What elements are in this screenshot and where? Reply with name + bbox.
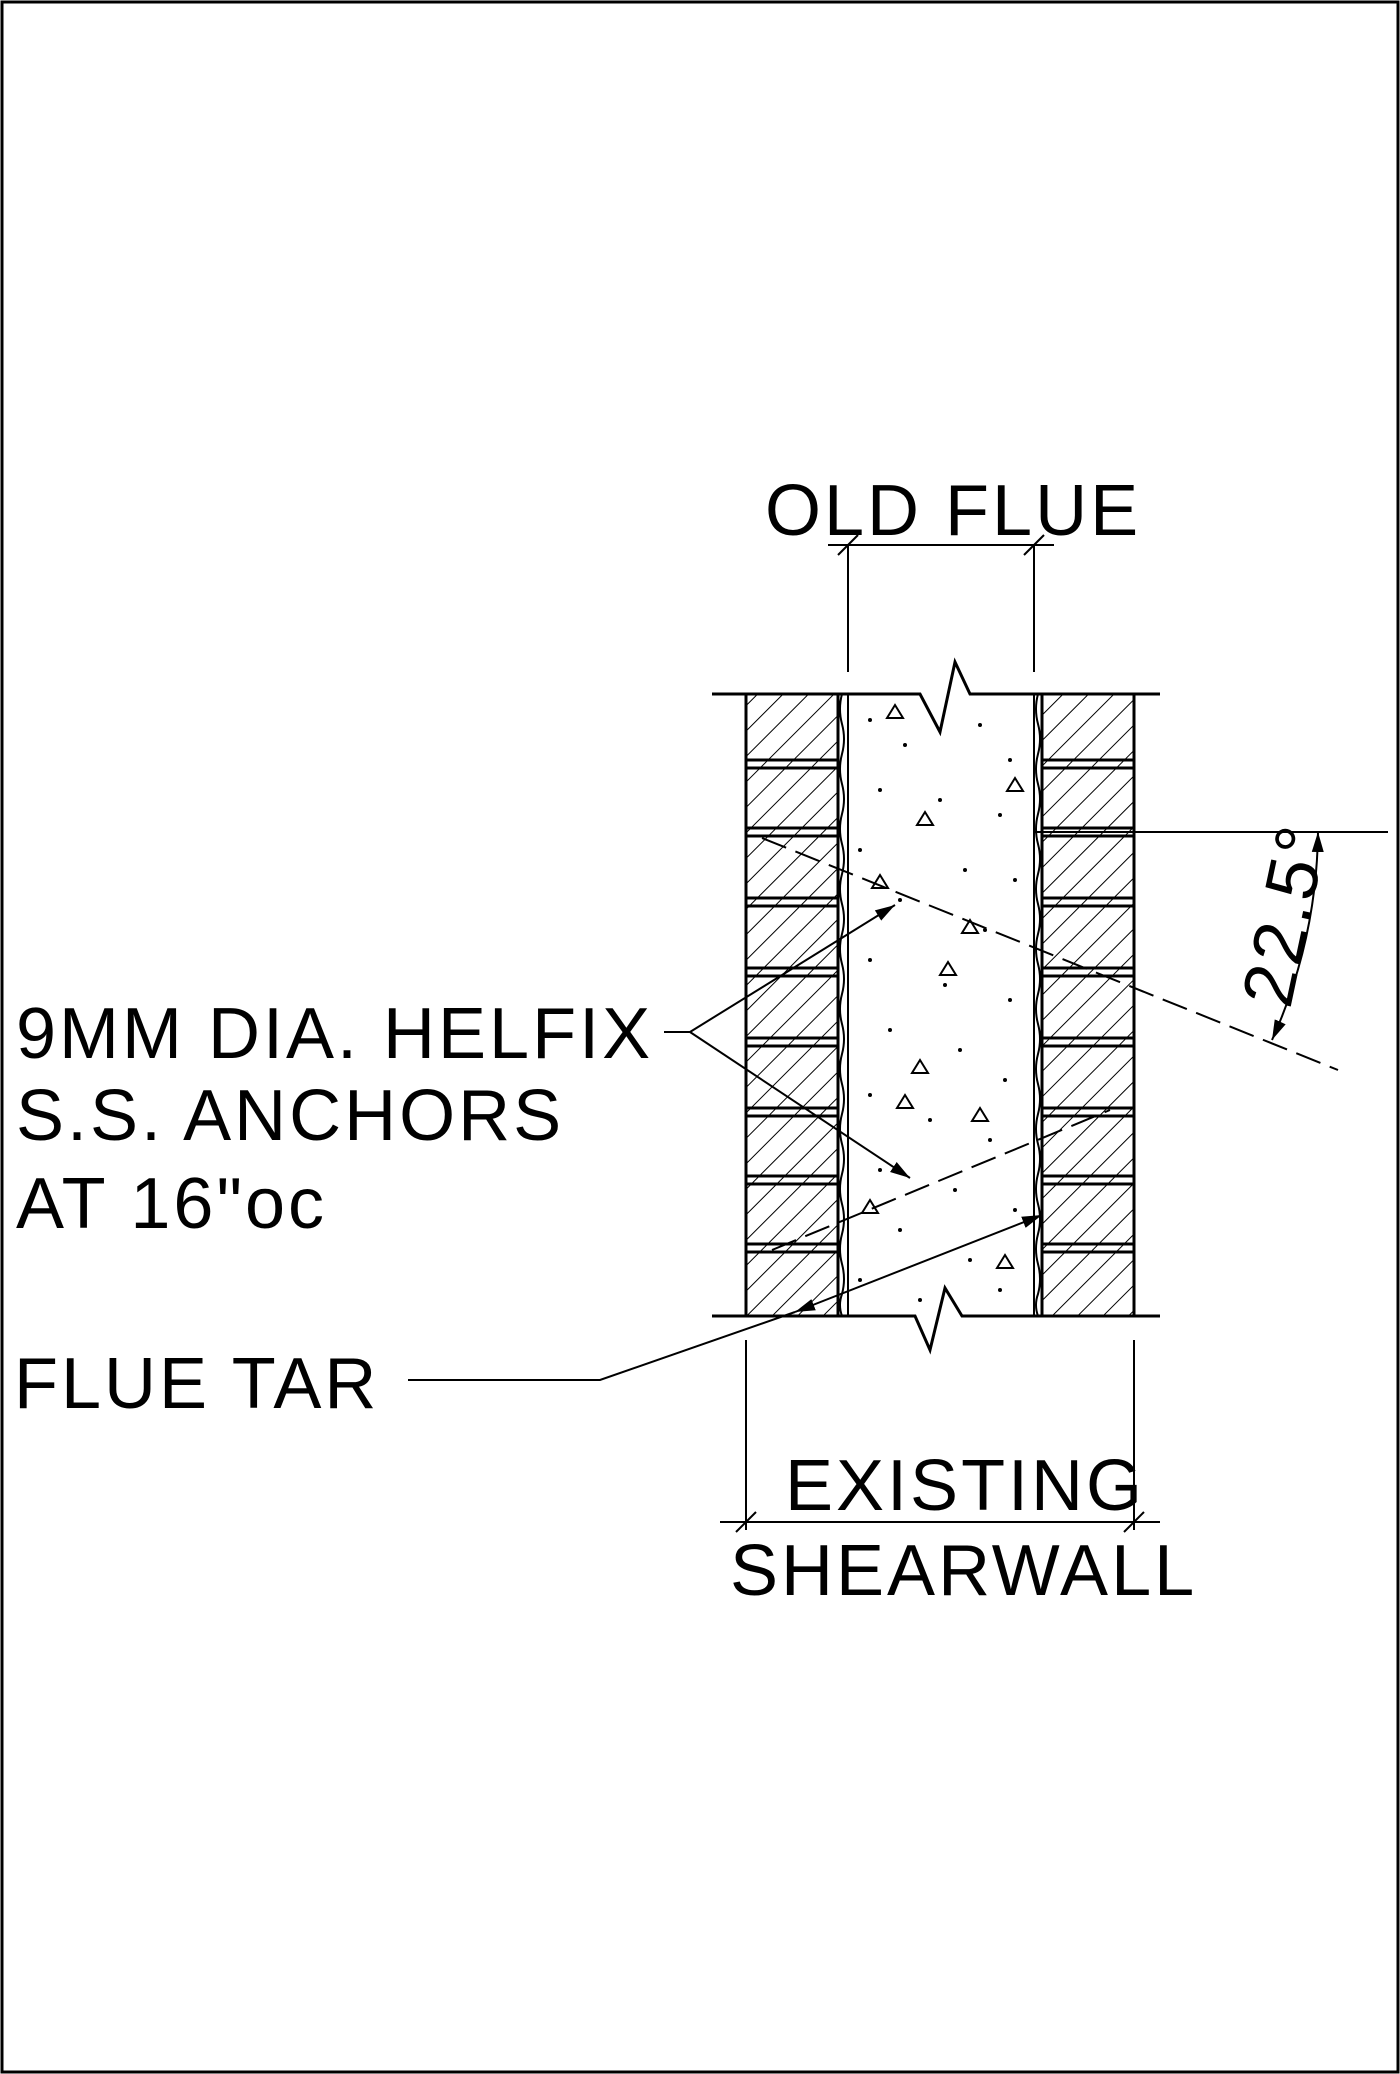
angle-label: 22.5° bbox=[1227, 817, 1343, 1014]
existing-label: EXISTING bbox=[785, 1446, 1145, 1526]
shearwall-dimension bbox=[720, 1340, 1160, 1533]
old-flue-dimension bbox=[828, 534, 1054, 672]
anchors-label-line3: AT 16"oc bbox=[16, 1164, 327, 1244]
flue-tar-leader bbox=[408, 1214, 1043, 1381]
top-break-line bbox=[712, 657, 1160, 737]
angle-dimension-arc bbox=[1271, 831, 1324, 1041]
right-brick-wythe bbox=[1040, 692, 1136, 1318]
anchors-label-line1: 9MM DIA. HELFIX bbox=[16, 994, 653, 1074]
concrete-aggregate bbox=[860, 703, 1025, 1269]
anchors-label-line2: S.S. ANCHORS bbox=[16, 1076, 564, 1156]
old-flue-label: OLD FLUE bbox=[765, 471, 1141, 551]
flue-tar-label: FLUE TAR bbox=[14, 1344, 379, 1424]
anchor-upper bbox=[761, 837, 1339, 1071]
shearwall-label: SHEARWALL bbox=[730, 1531, 1197, 1611]
left-brick-wythe bbox=[744, 692, 840, 1318]
bottom-break-line bbox=[712, 1284, 1160, 1355]
anchors-leader bbox=[664, 904, 911, 1179]
concrete-fill bbox=[858, 718, 1017, 1302]
